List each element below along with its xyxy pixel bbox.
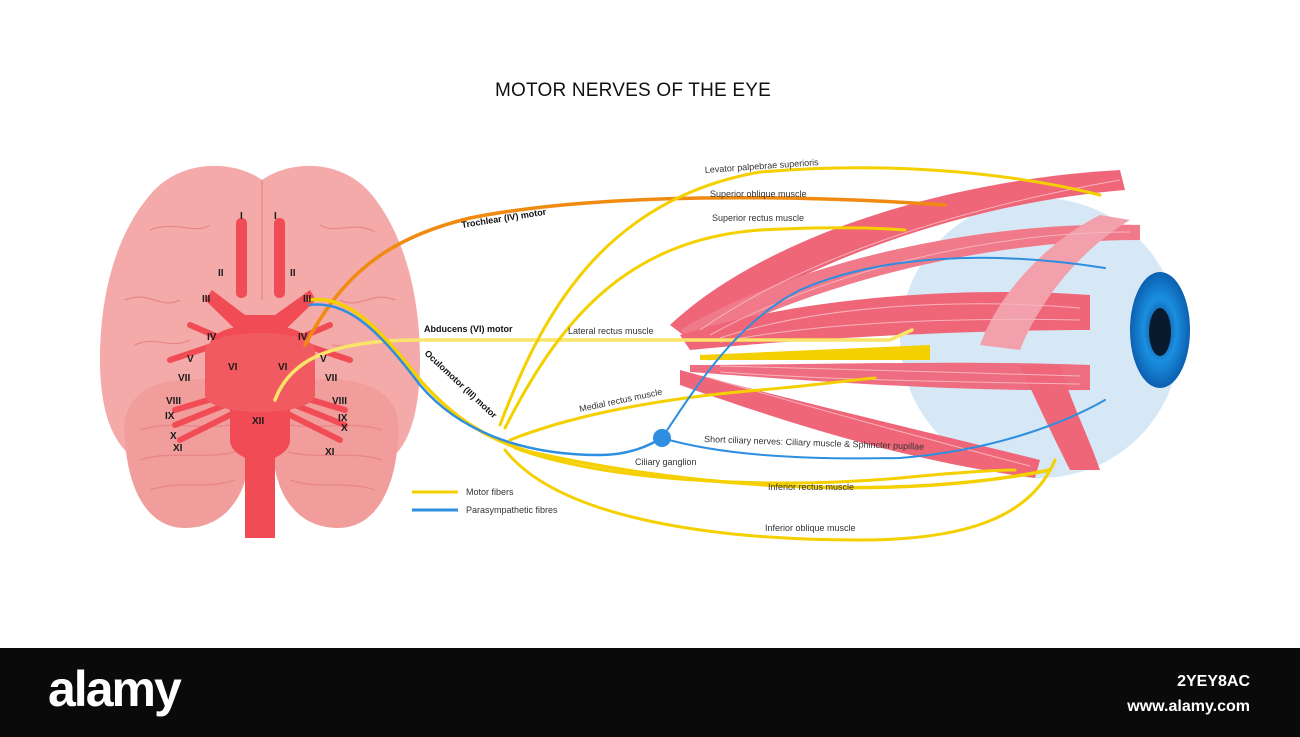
cn-right-2: II <box>290 268 296 279</box>
cn-right-8: VIII <box>332 396 347 407</box>
cn-right-9: IX <box>338 413 348 424</box>
label-inferior-rectus: Inferior rectus muscle <box>768 482 854 492</box>
brain <box>100 165 420 538</box>
pupil <box>1149 308 1171 356</box>
cn-left-1: I <box>240 211 243 222</box>
cn-left-3: III <box>202 294 211 305</box>
stock-id: 2YEY8AC www.alamy.com <box>1127 669 1250 719</box>
footer-bar: alamy 2YEY8AC www.alamy.com <box>0 648 1300 737</box>
cn-right-11: XI <box>325 447 335 458</box>
cn-right-1: I <box>274 211 277 222</box>
label-inferior-oblique: Inferior oblique muscle <box>765 523 856 533</box>
muscle-striations <box>699 179 1131 467</box>
cn-left-4: IV <box>207 332 217 343</box>
brand-logo: alamy <box>48 661 182 717</box>
cn-right-5: V <box>320 354 327 365</box>
ciliary-ganglion-node <box>653 429 671 447</box>
iris <box>1130 272 1190 388</box>
brain-cerebellum-right <box>272 379 399 528</box>
diagram-canvas: Motor fibers Parasympathetic fibres Troc… <box>100 157 1190 542</box>
branch-superior-rectus <box>503 226 907 430</box>
label-ciliary-ganglion: Ciliary ganglion <box>635 457 697 467</box>
image-id: 2YEY8AC <box>1177 673 1250 690</box>
cn-left-11: XI <box>173 443 183 454</box>
cranial-nerve-labels: I I II II III III IV IV V V VI VI VII VI… <box>165 211 348 458</box>
muscle-labels: Levator palpebrae superioris Superior ob… <box>568 157 924 533</box>
oculomotor-parasympathetic <box>308 303 664 457</box>
olfactory-tract-left <box>236 218 247 298</box>
olfactory-tract-right <box>274 218 285 298</box>
legend-motor-label: Motor fibers <box>466 487 514 497</box>
cn-left-10: X <box>170 431 177 442</box>
abducens-nerve <box>273 328 914 402</box>
branch-levator <box>498 166 1102 427</box>
page-title: MOTOR NERVES OF THE EYE <box>495 80 771 101</box>
label-lateral-rectus: Lateral rectus muscle <box>568 326 654 336</box>
cn-right-7: VII <box>325 373 337 384</box>
label-superior-oblique: Superior oblique muscle <box>710 189 807 199</box>
branch-inferior-rectus <box>513 446 1017 485</box>
nerve-paths <box>273 166 1106 542</box>
cn-left-5: V <box>187 354 194 365</box>
site-url[interactable]: www.alamy.com <box>1127 698 1250 715</box>
cn-left-6: VI <box>228 362 238 373</box>
trochlear-nerve <box>303 195 947 347</box>
eyeball <box>900 198 1180 478</box>
nerve-labels: Trochlear (IV) motor Abducens (VI) motor… <box>423 207 548 421</box>
cn-right-10: X <box>341 423 348 434</box>
optic-chiasm <box>205 290 316 330</box>
label-superior-rectus: Superior rectus muscle <box>712 213 804 223</box>
cn-right-6: VI <box>278 362 288 373</box>
cn-left-7: VII <box>178 373 190 384</box>
cn-center-12: XII <box>252 416 264 427</box>
cn-left-8: VIII <box>166 396 181 407</box>
label-abducens: Abducens (VI) motor <box>424 324 513 334</box>
cn-left-9: IX <box>165 411 175 422</box>
label-oculomotor: Oculomotor (III) motor <box>423 348 500 420</box>
legend: Motor fibers Parasympathetic fibres <box>412 487 558 515</box>
brain-gyri <box>124 180 396 491</box>
branch-inferior-oblique <box>503 448 1057 542</box>
cn-right-3: III <box>303 294 312 305</box>
ciliary-nerve-down <box>661 399 1106 460</box>
label-trochlear: Trochlear (IV) motor <box>461 207 548 230</box>
legend-parasympathetic-label: Parasympathetic fibres <box>466 505 558 515</box>
branch-medial-rectus <box>508 376 877 442</box>
brain-cerebellum-left <box>124 379 251 528</box>
pons <box>205 333 315 412</box>
cn-right-4: IV <box>298 332 308 343</box>
ciliary-nerve-up <box>661 256 1106 439</box>
cn-left-2: II <box>218 268 224 279</box>
